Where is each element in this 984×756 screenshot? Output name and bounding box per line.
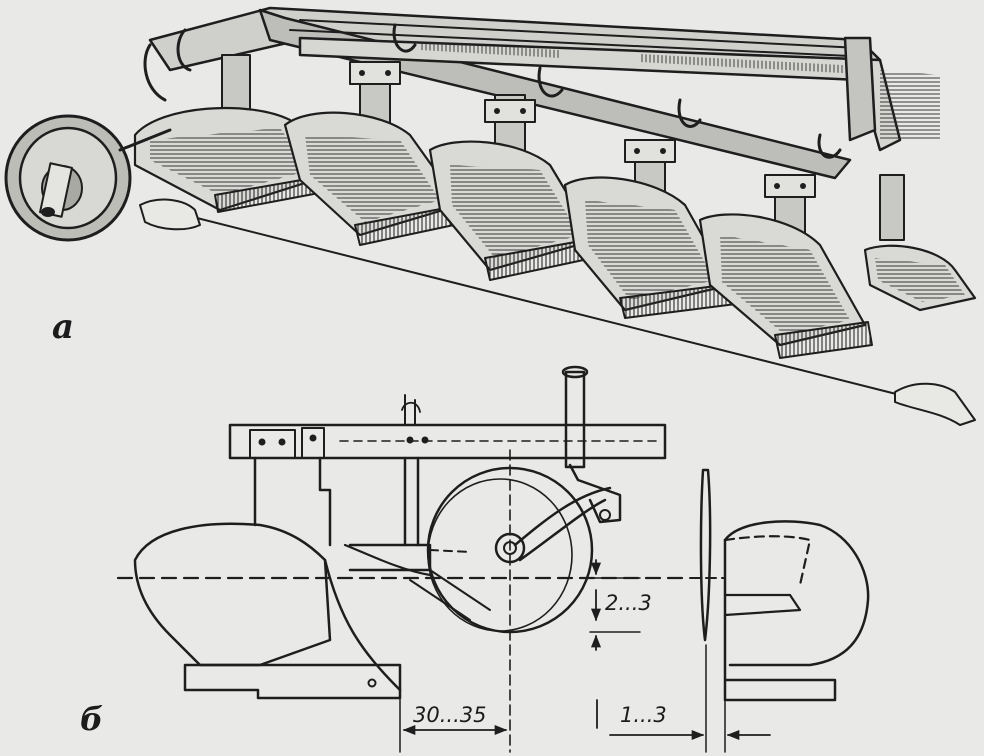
side-frame-beam — [228, 394, 667, 460]
plough-bottom-2 — [283, 111, 469, 246]
dimension-coulter-offset: 1...3 — [596, 644, 771, 753]
plough-side-view: 2...3 30...35 1...3 б — [80, 365, 870, 753]
dimension-disc-gap: 2...3 — [589, 559, 652, 651]
mouldboard-side — [133, 456, 491, 700]
plough-bottom-3 — [428, 140, 603, 281]
plough-bottom-4 — [563, 176, 737, 319]
plough-bottoms — [133, 106, 977, 359]
support-wheel — [4, 114, 172, 242]
plough-perspective-view: а — [4, 6, 977, 426]
coulter-front-view — [689, 468, 870, 702]
plough-bottom-5 — [698, 213, 873, 359]
dim-disc-gap-text: 2...3 — [605, 591, 652, 615]
plough-bottom-1 — [133, 106, 336, 213]
coulter-mount — [513, 365, 622, 562]
panel-b-label: б — [80, 700, 103, 738]
panel-a-label: а — [52, 307, 74, 347]
beam-clamps — [392, 23, 842, 159]
disc-coulter — [426, 449, 594, 753]
hand-right — [894, 382, 976, 426]
dimension-disc-offset: 30...35 — [399, 689, 508, 753]
alignment-string — [139, 198, 976, 426]
plough-bottom-6 — [863, 244, 977, 312]
dim-coulter-offset-text: 1...3 — [620, 703, 667, 727]
dim-disc-offset-text: 30...35 — [413, 703, 486, 727]
hand-left — [139, 198, 201, 231]
